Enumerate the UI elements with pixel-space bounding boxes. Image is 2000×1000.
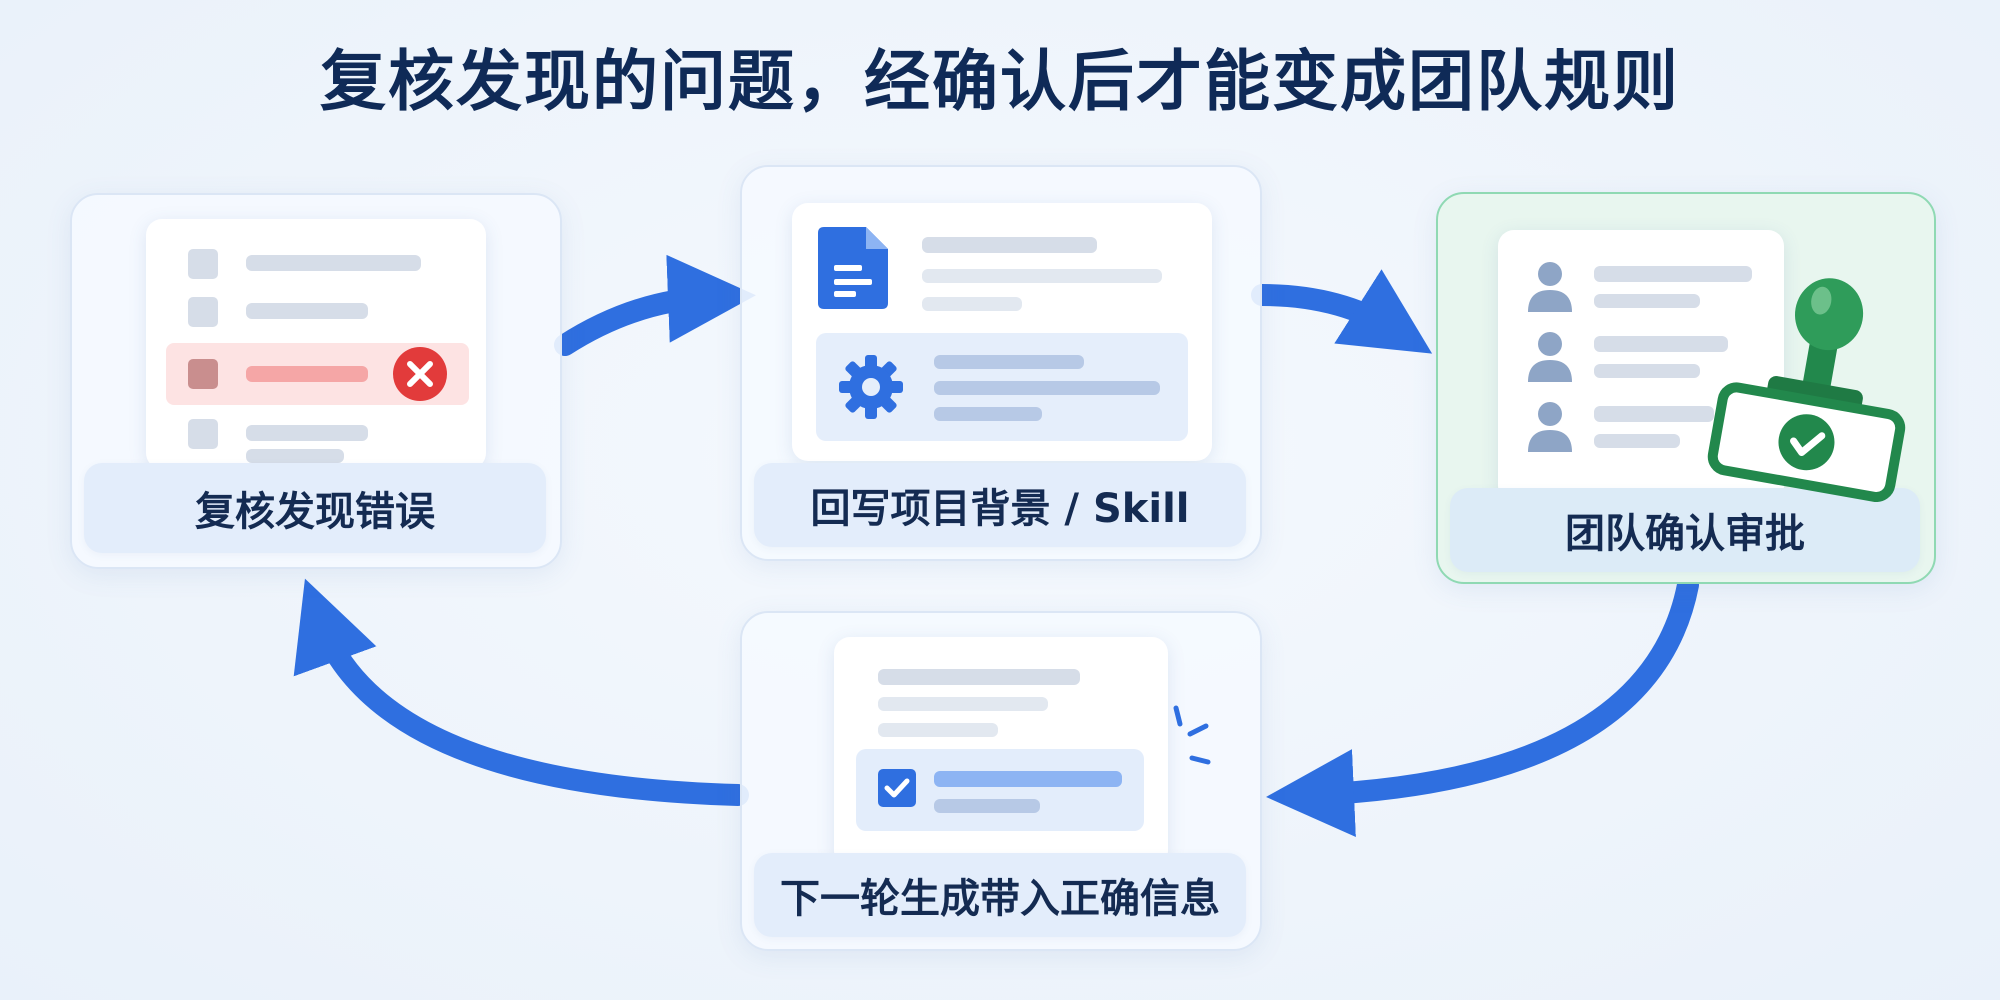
- user-icon: [1526, 400, 1574, 456]
- checklist-box: [188, 359, 218, 389]
- user-icon: [1526, 330, 1574, 386]
- placeholder-line: [922, 269, 1162, 283]
- placeholder-line: [246, 366, 368, 382]
- checklist-box: [188, 297, 218, 327]
- step-card-review: 复核发现错误: [70, 193, 562, 569]
- placeholder-line: [922, 297, 1022, 311]
- checklist-panel: [146, 219, 486, 469]
- skill-config-row: [816, 333, 1188, 441]
- placeholder-line: [246, 303, 368, 319]
- page-title: 复核发现的问题，经确认后才能变成团队规则: [320, 43, 1680, 120]
- approval-stamp-icon: [1704, 272, 1910, 506]
- checklist-box: [188, 249, 218, 279]
- placeholder-line: [1594, 336, 1728, 352]
- step-label: 复核发现错误: [84, 463, 546, 553]
- placeholder-line: [1594, 266, 1752, 282]
- placeholder-line: [934, 799, 1040, 813]
- error-row: [166, 343, 469, 405]
- placeholder-line: [1594, 364, 1700, 378]
- placeholder-line: [934, 771, 1122, 787]
- placeholder-line: [922, 237, 1097, 253]
- correct-info-row: [856, 749, 1144, 831]
- step-card-writeback: 回写项目背景 / Skill: [740, 165, 1262, 561]
- flow-arrow: [1266, 574, 1699, 838]
- placeholder-line: [878, 697, 1048, 711]
- error-x-icon: [392, 346, 448, 406]
- next-round-panel: [834, 637, 1168, 867]
- checkbox-checked-icon: [878, 769, 916, 811]
- step-card-approval: 团队确认审批: [1436, 192, 1936, 584]
- step-label: 团队确认审批: [1450, 488, 1920, 572]
- gear-icon: [838, 354, 904, 424]
- flow-arrow: [293, 578, 749, 806]
- placeholder-line: [934, 381, 1160, 395]
- user-icon: [1526, 260, 1574, 316]
- sparkle-icon: [1168, 702, 1218, 778]
- placeholder-line: [934, 355, 1084, 369]
- placeholder-line: [246, 255, 421, 271]
- placeholder-line: [878, 669, 1080, 685]
- placeholder-line: [1594, 406, 1714, 422]
- placeholder-line: [1594, 434, 1680, 448]
- checklist-box: [188, 419, 218, 449]
- placeholder-line: [246, 449, 344, 463]
- placeholder-line: [934, 407, 1042, 421]
- placeholder-line: [246, 425, 368, 441]
- step-label: 回写项目背景 / Skill: [754, 463, 1246, 547]
- flow-arrow: [554, 254, 756, 356]
- project-doc-panel: [792, 203, 1212, 461]
- step-label: 下一轮生成带入正确信息: [754, 853, 1246, 937]
- step-card-next-round: 下一轮生成带入正确信息: [740, 611, 1262, 951]
- placeholder-line: [1594, 294, 1700, 308]
- flow-arrow: [1251, 269, 1433, 354]
- document-icon: [818, 227, 888, 313]
- placeholder-line: [878, 723, 998, 737]
